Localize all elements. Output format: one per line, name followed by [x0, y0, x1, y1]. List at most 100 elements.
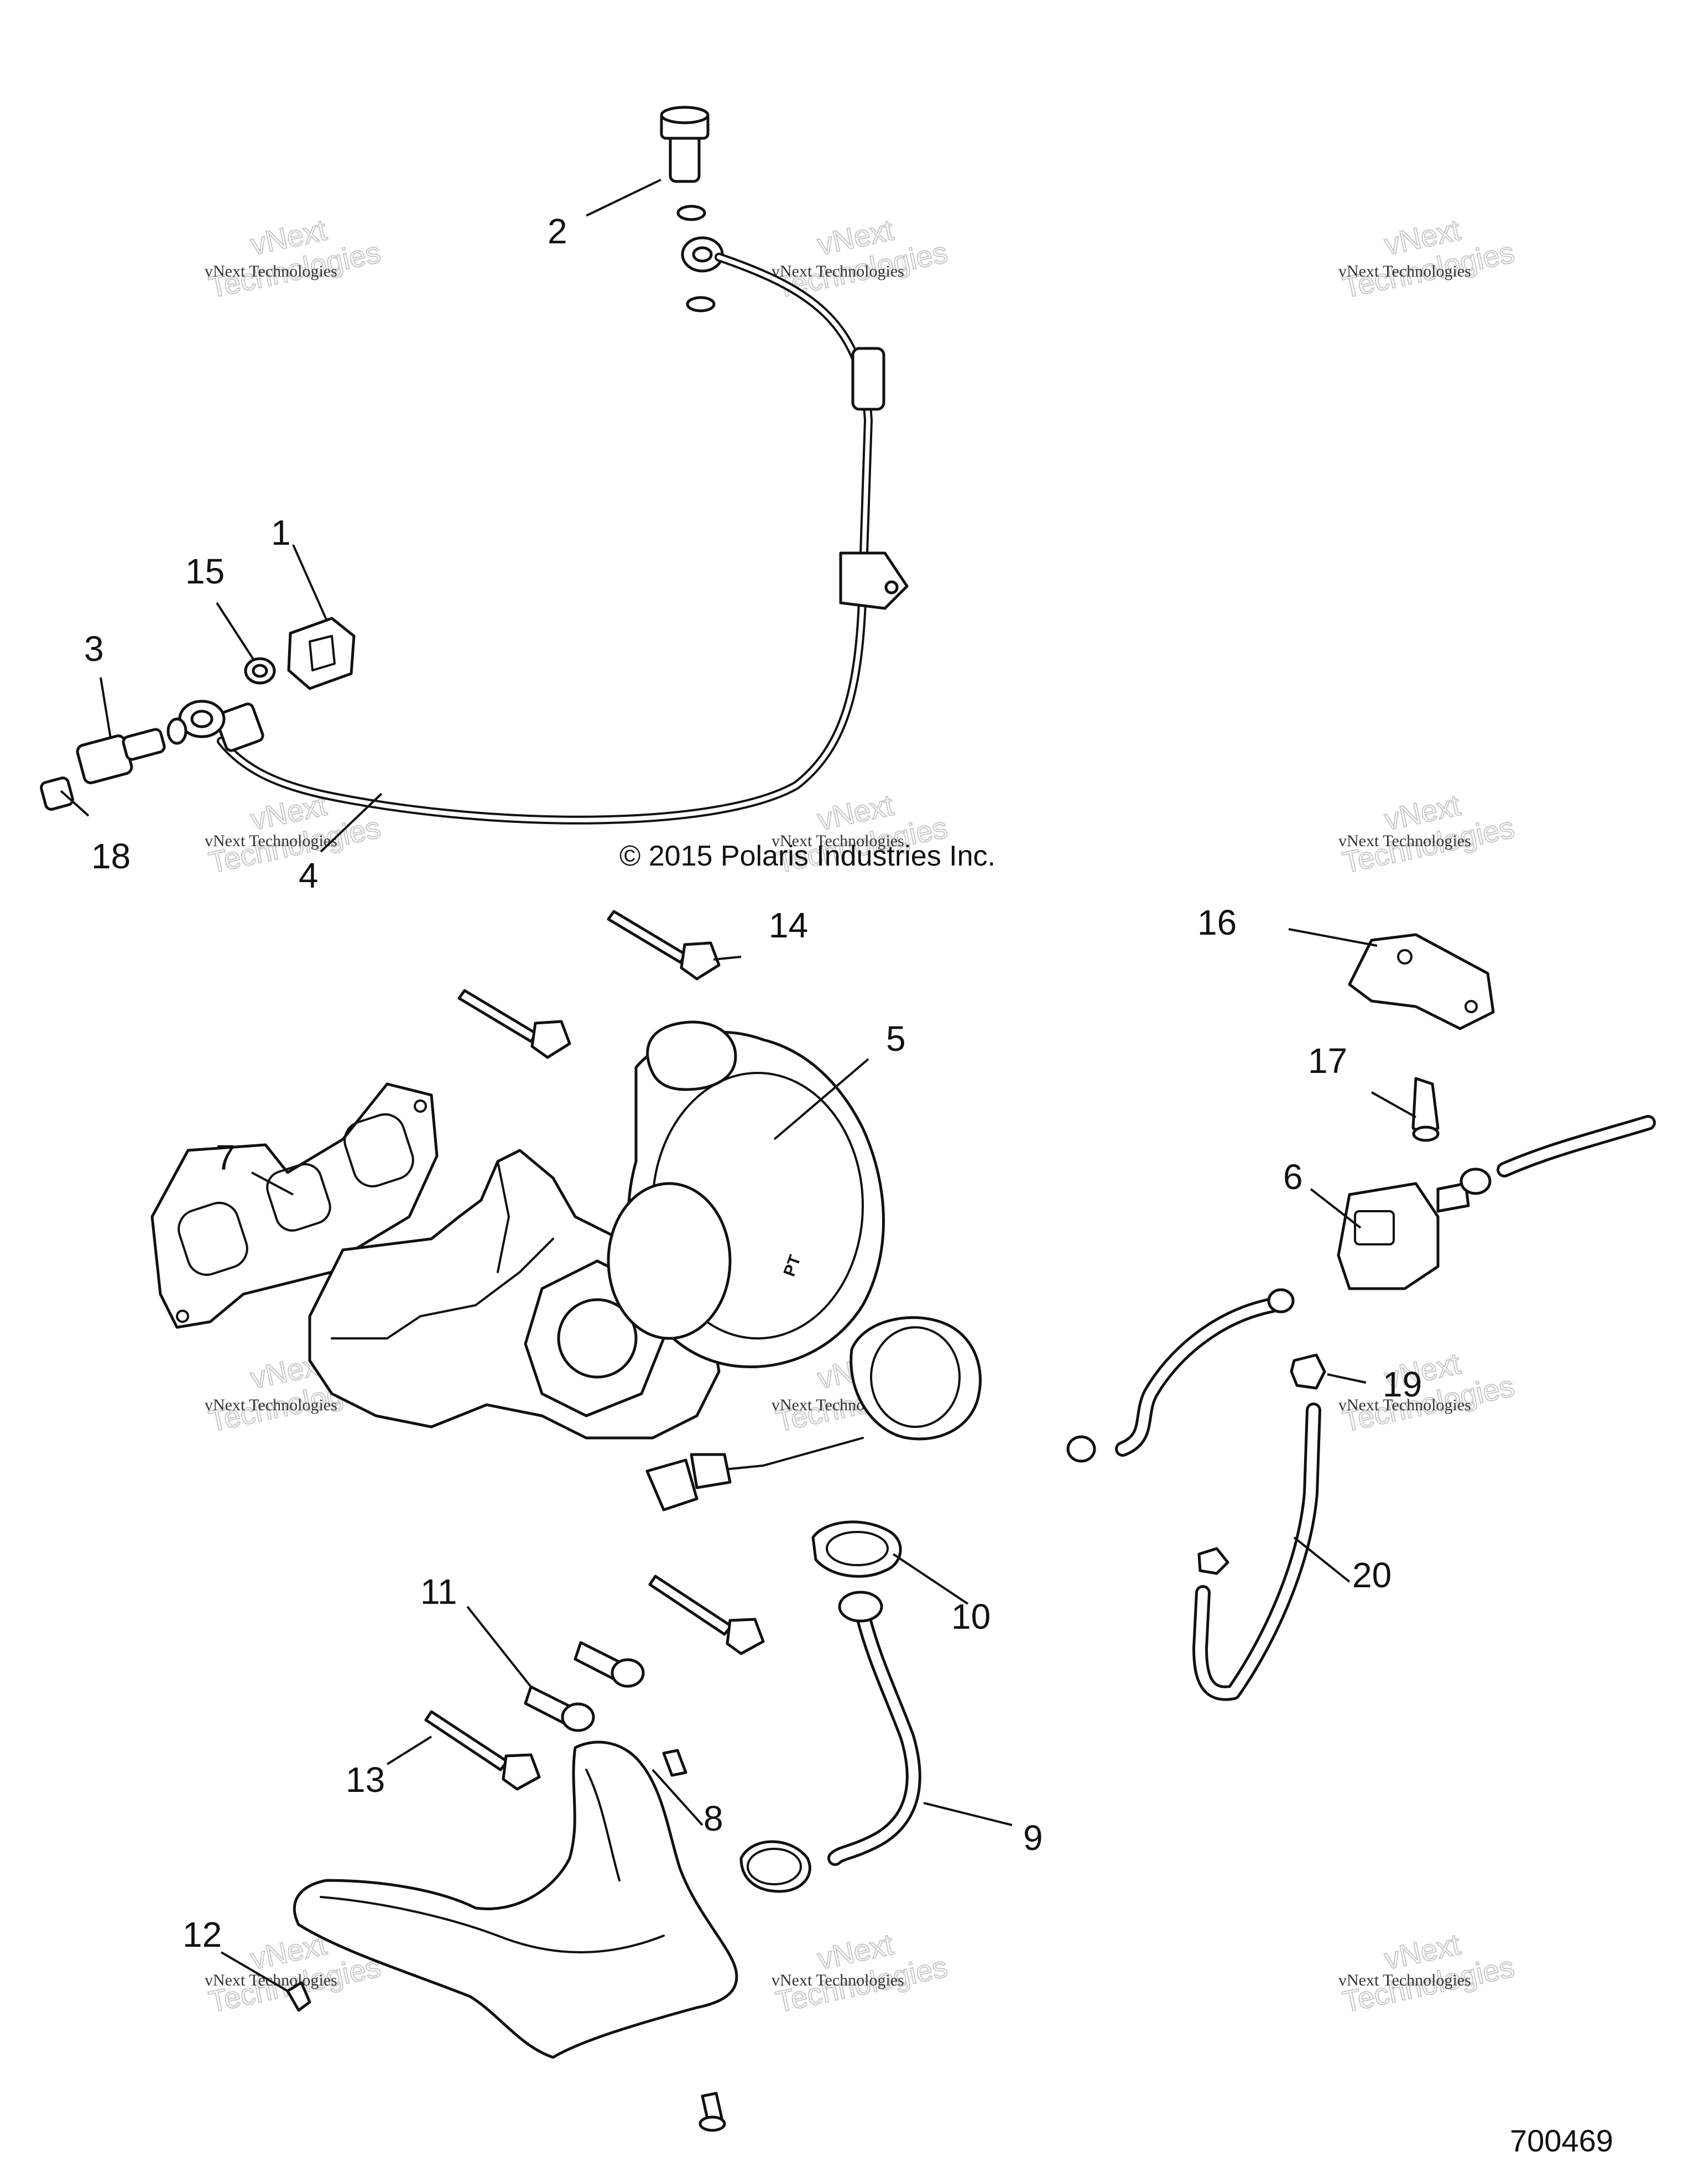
- gasket-port: [266, 1163, 331, 1232]
- leader-line: [1288, 928, 1378, 947]
- watermark-text: vNext Technologies: [205, 1396, 337, 1414]
- plug-part: [40, 776, 74, 811]
- fitting-nut-part: [287, 617, 356, 690]
- watermark-text: vNext Technologies: [772, 1971, 904, 1989]
- leader-line: [586, 179, 661, 217]
- watermark-text: vNext Technologies: [1338, 832, 1471, 850]
- watermark-text: vNext Technologies: [1338, 1971, 1471, 1989]
- heat-shield-part: [293, 1740, 738, 2059]
- sealing-washer-part: [686, 296, 716, 312]
- figure-number: 700469: [1510, 2123, 1613, 2158]
- leader-line: [320, 793, 383, 853]
- manifold-contour: [497, 1160, 510, 1273]
- oil-feed-line-assembly: [40, 106, 909, 825]
- turbocharger-assembly: PT: [150, 910, 982, 1511]
- leader-line: [466, 1606, 532, 1688]
- actuator-face: [870, 1326, 961, 1428]
- washer-hole: [252, 664, 268, 678]
- callout-2: 2: [548, 211, 567, 251]
- adapter-fitting-stem: [122, 728, 166, 761]
- stud-part: [457, 989, 538, 1043]
- callout-6: 6: [1283, 1157, 1303, 1197]
- valve-bracket-part: [1348, 933, 1495, 1030]
- watermark-text: vNext Technologies: [772, 262, 904, 280]
- screw-head: [1412, 1125, 1440, 1142]
- copyright-notice: © 2015 Polaris Industries Inc.: [619, 840, 996, 872]
- hose-fitting-part: [1290, 1353, 1326, 1390]
- callout-15: 15: [185, 551, 225, 591]
- callout-16: 16: [1197, 903, 1237, 942]
- leader-line: [292, 544, 327, 620]
- line-ferrule-part: [215, 702, 264, 752]
- actuator-rod-end-part: [690, 1453, 732, 1489]
- watermark: Technologies vNext: [1339, 1347, 1518, 1439]
- watermark-text: vNext Technologies: [1338, 262, 1471, 280]
- watermark: Technologies vNext: [1339, 788, 1518, 880]
- flange-nut-part: [680, 941, 721, 981]
- leader-line: [60, 790, 90, 817]
- bolt-head: [561, 1702, 595, 1732]
- callout-12: 12: [183, 1915, 222, 1954]
- boost-control-assembly: [1066, 933, 1656, 1701]
- leader-line: [386, 1735, 432, 1765]
- sealing-washer-part: [166, 717, 187, 745]
- stud-part: [424, 1710, 509, 1771]
- leader-line: [1327, 1373, 1367, 1384]
- watermark: Technologies vNext: [205, 788, 384, 880]
- banjo-fitting-bore: [190, 710, 213, 728]
- hose-end: [838, 1591, 883, 1623]
- actuator-rod: [707, 1437, 864, 1472]
- callouts: 1 2 3 4 5 6 7 8 9 10 11 12 13 14 15 16 1…: [84, 211, 1422, 1954]
- sealing-washer-part: [676, 205, 706, 221]
- callout-20: 20: [1352, 1555, 1391, 1595]
- watermark-text: vNext Technologies: [205, 832, 337, 850]
- line-ferrule-part: [851, 347, 885, 411]
- leader-line: [100, 677, 112, 739]
- solenoid-port: [1436, 1182, 1470, 1213]
- oil-return-hose-bore: [830, 1610, 919, 1863]
- manifold-contour: [331, 1238, 554, 1339]
- turbine-outlet-bore: [557, 1298, 638, 1379]
- bracket-screw-part: [1411, 1077, 1440, 1135]
- callout-19: 19: [1383, 1364, 1422, 1404]
- flange-nut-part: [502, 1753, 541, 1791]
- callout-5: 5: [886, 1019, 906, 1059]
- callout-3: 3: [84, 629, 104, 669]
- oil-feed-line-part: [217, 253, 873, 825]
- wastegate-actuator-part: [850, 1316, 982, 1441]
- callout-17: 17: [1308, 1041, 1347, 1081]
- flange-nut-part: [530, 1020, 571, 1059]
- nut-face: [309, 635, 336, 671]
- callout-10: 10: [951, 1597, 991, 1636]
- leader-line: [1310, 1188, 1362, 1229]
- flange-nut-part: [726, 1618, 765, 1655]
- leader-line: [923, 1802, 1013, 1826]
- leader-line: [1293, 1536, 1351, 1583]
- callout-14: 14: [769, 905, 808, 945]
- leader-line: [892, 1553, 969, 1605]
- leader-line: [220, 1951, 289, 1992]
- hose-clamp-part: [1066, 1435, 1096, 1463]
- callout-1: 1: [271, 513, 291, 552]
- watermark: Technologies vNext: [772, 1927, 951, 2020]
- leader-line: [251, 1171, 294, 1196]
- shield-bolt-part: [286, 1981, 311, 2012]
- shield-bolt-part: [662, 1749, 687, 1777]
- gasket-port: [343, 1113, 414, 1187]
- hose-cap-part: [1197, 1547, 1229, 1575]
- watermark-text: vNext Technologies: [1338, 1396, 1471, 1414]
- vacuum-hose-bore: [1499, 1118, 1653, 1175]
- callout-18: 18: [91, 836, 131, 876]
- vent-hose-bore: [1195, 1405, 1318, 1698]
- oil-feed-line-braid: [219, 255, 871, 822]
- watermark: Technologies vNext: [1339, 213, 1518, 305]
- callout-7: 7: [216, 1138, 236, 1177]
- gasket-port: [178, 1202, 248, 1276]
- clamp-band: [747, 1848, 802, 1885]
- callout-9: 9: [1023, 1818, 1043, 1858]
- compressor-inlet-part: [646, 1020, 737, 1091]
- hose-clamp-part: [1267, 1288, 1295, 1313]
- shield-contour: [585, 1769, 621, 1881]
- leader-line: [652, 1769, 703, 1826]
- callout-11: 11: [420, 1572, 457, 1612]
